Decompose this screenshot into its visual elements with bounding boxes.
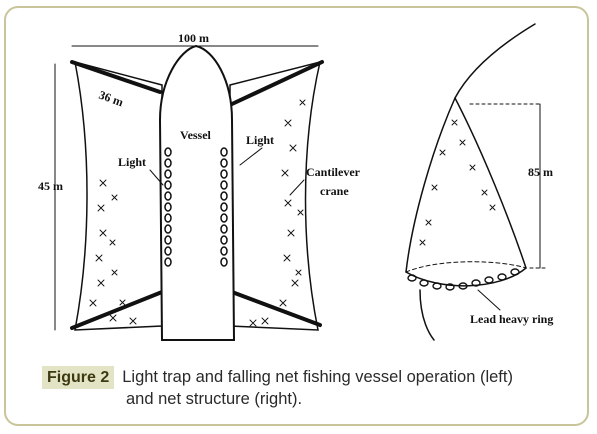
caption-line-1: Figure 2 Light trap and falling net fishi… <box>42 366 572 389</box>
light-bulbs-right <box>220 147 228 267</box>
width-label: 100 m <box>178 31 209 45</box>
right-net <box>229 60 322 331</box>
light-pointer-right <box>239 147 263 166</box>
boom-top-right <box>230 60 324 106</box>
lead-ring <box>407 268 520 291</box>
vessel-operation-diagram <box>54 44 324 341</box>
left-net <box>74 60 163 331</box>
light-bulbs-left <box>164 147 172 267</box>
caption-line-2: and net structure (right). <box>126 390 303 408</box>
cantilever-label: Cantilever <box>306 165 361 179</box>
height-label: 45 m <box>38 179 63 193</box>
net-cone <box>405 97 527 273</box>
crane-pointer <box>289 179 305 196</box>
cone-mesh <box>419 119 496 246</box>
net-rope-bottom <box>419 289 435 341</box>
light-label-left: Light <box>118 155 146 169</box>
net-height-label: 85 m <box>528 165 553 179</box>
ring-label: Lead heavy ring <box>470 312 553 326</box>
boom-bottom-right <box>230 290 322 327</box>
left-net-mesh <box>89 179 137 325</box>
net-rim-back <box>405 261 527 273</box>
diagonal-label: 36 m <box>97 88 125 110</box>
boom-bottom-left <box>70 290 164 330</box>
right-net-mesh <box>249 99 306 327</box>
light-pointer-left <box>149 169 164 186</box>
vessel-hull <box>158 44 236 341</box>
light-label-right: Light <box>246 133 274 147</box>
net-rope-top <box>454 23 536 99</box>
boom-top-left <box>70 60 162 94</box>
vessel-label: Vessel <box>180 128 212 142</box>
crane-label: crane <box>320 184 349 198</box>
figure-badge: Figure 2 <box>42 366 115 389</box>
figure-caption: Figure 2 Light trap and falling net fishi… <box>42 366 572 410</box>
ring-pointer <box>477 289 501 311</box>
caption-text-1: Light trap and falling net fishing vesse… <box>122 368 513 386</box>
net-structure-diagram <box>405 23 546 341</box>
